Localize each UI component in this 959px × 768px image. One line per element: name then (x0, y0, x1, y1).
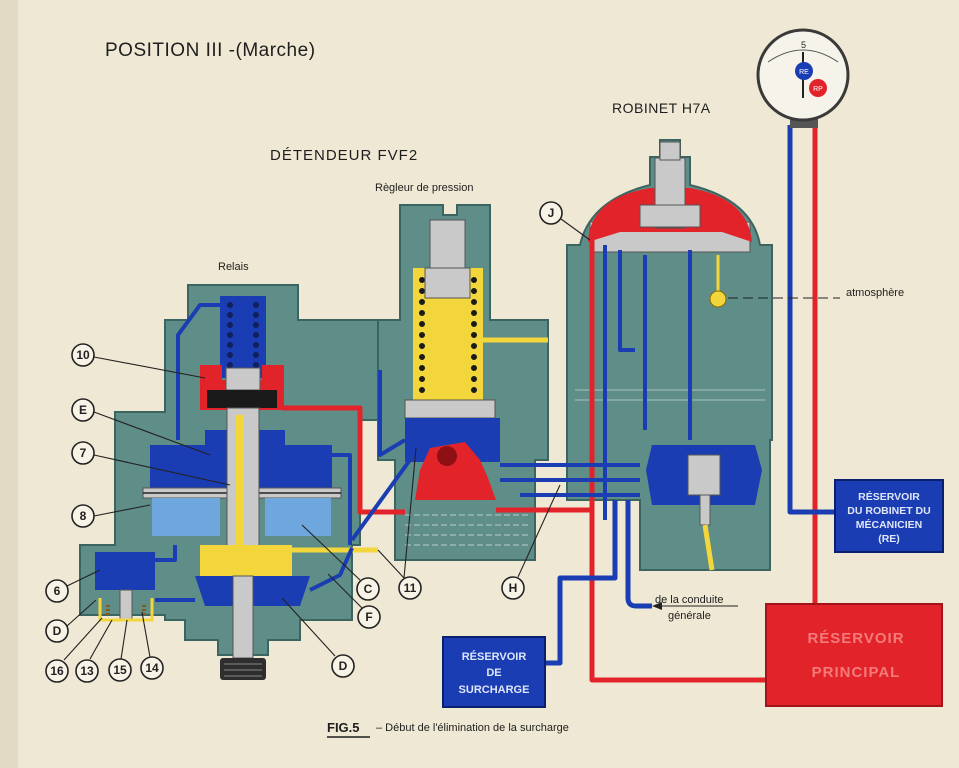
conduite-arrow (652, 602, 738, 610)
detendeur-body (79, 284, 381, 680)
page-title: POSITION III -(Marche) (105, 40, 316, 61)
regleur-piston (429, 219, 466, 271)
reservoir-surcharge: RÉSERVOIR DE SURCHARGE (442, 636, 546, 708)
adjust-knob (220, 658, 266, 680)
callout-f: F (357, 605, 381, 629)
svg-text:14: 14 (145, 661, 159, 675)
callout-7: 7 (71, 441, 95, 465)
valve-16-bracket (98, 598, 154, 622)
callout-13: 13 (75, 659, 99, 683)
callout-h: H (501, 576, 525, 600)
pipe-blue-conduite (625, 500, 652, 609)
callout-6: 6 (45, 579, 69, 603)
svg-text:6: 6 (54, 584, 61, 598)
svg-text:RÉSERVOIR: RÉSERVOIR (462, 650, 527, 663)
chamber-6 (95, 552, 155, 590)
callout-j: J (539, 201, 563, 225)
gauge-scale: 5 (801, 40, 806, 50)
svg-text:C: C (364, 582, 373, 596)
adjust-pin (232, 575, 254, 659)
regleur-plate (404, 399, 496, 419)
chamber-left-light (152, 498, 220, 536)
reservoir-re: RÉSERVOIR DU ROBINET DU MÉCANICIEN (RE) (834, 479, 944, 553)
svg-text:13: 13 (80, 664, 94, 678)
chamber-yellow-bottom (200, 545, 292, 576)
callout-e: E (71, 398, 95, 422)
svg-text:RP: RP (813, 86, 823, 93)
chamber-right-light (265, 498, 331, 536)
svg-text:RE: RE (799, 69, 809, 76)
callout-11: 11 (398, 576, 422, 600)
svg-text:11: 11 (404, 581, 417, 595)
pipe-red-principal (589, 240, 766, 683)
yellow-stem (236, 415, 244, 560)
relais-spring-housing (220, 296, 266, 378)
callout-14: 14 (140, 656, 164, 680)
conduite-label-1: de la conduite (655, 594, 724, 606)
callout-16: 16 (45, 659, 69, 683)
svg-text:F: F (365, 610, 372, 624)
svg-text:16: 16 (50, 664, 64, 678)
callout-d-left: D (45, 619, 69, 643)
svg-text:D: D (339, 659, 348, 673)
svg-text:15: 15 (113, 663, 127, 677)
robinet-title: ROBINET H7A (612, 100, 711, 116)
callout-d-bottom: D (331, 654, 355, 678)
gauge-re-indicator (795, 62, 813, 80)
pipe-blue-re (787, 125, 835, 515)
relais-label: Relais (218, 261, 249, 273)
svg-text:7: 7 (80, 446, 87, 460)
callout-15: 15 (108, 658, 132, 682)
relais-pipe (176, 303, 222, 440)
svg-text:PRINCIPAL: PRINCIPAL (812, 664, 901, 681)
svg-text:(RE): (RE) (878, 533, 900, 545)
regleur-red-valve (415, 442, 496, 500)
regleur-title: Règleur de pression (375, 182, 473, 194)
svg-text:E: E (79, 403, 87, 417)
svg-text:10: 10 (76, 348, 90, 362)
svg-text:DU ROBINET DU: DU ROBINET DU (847, 505, 930, 517)
svg-text:H: H (509, 581, 518, 595)
svg-text:SURCHARGE: SURCHARGE (459, 684, 530, 696)
gauge-rp-indicator (809, 79, 827, 97)
svg-text:MÉCANICIEN: MÉCANICIEN (856, 518, 923, 531)
figure-number: FIG.5 (327, 720, 360, 735)
reservoir-principal: RÉSERVOIR PRINCIPAL (765, 603, 943, 707)
svg-text:J: J (548, 206, 555, 220)
pipe-blue-surcharge (545, 500, 618, 666)
page-edge (0, 0, 18, 768)
relais-diaphragm (207, 390, 277, 408)
callout-8: 8 (71, 504, 95, 528)
callout-10: 10 (71, 343, 95, 367)
conduite-label-2: générale (668, 610, 711, 622)
pressure-gauge: 5 RE RP (756, 28, 850, 128)
pipes (282, 125, 835, 683)
robinet-body (566, 139, 773, 571)
svg-text:D: D (53, 624, 62, 638)
svg-text:RÉSERVOIR: RÉSERVOIR (858, 490, 920, 503)
atmosphere-label: atmosphère (846, 287, 904, 299)
svg-text:8: 8 (80, 509, 87, 523)
pipe-red-relais (282, 405, 405, 515)
callout-c: C (356, 577, 380, 601)
detendeur-title: DÉTENDEUR FVF2 (270, 147, 418, 164)
figure-caption-text: – Début de l'élimination de la surcharge (376, 722, 569, 734)
figure-caption: FIG.5 – Début de l'élimination de la sur… (327, 720, 569, 738)
svg-text:DE: DE (486, 667, 501, 679)
svg-text:RÉSERVOIR: RÉSERVOIR (807, 630, 904, 647)
leader-lines (63, 218, 591, 661)
atmosphere-bulb (709, 290, 727, 308)
regleur-body (377, 204, 549, 561)
